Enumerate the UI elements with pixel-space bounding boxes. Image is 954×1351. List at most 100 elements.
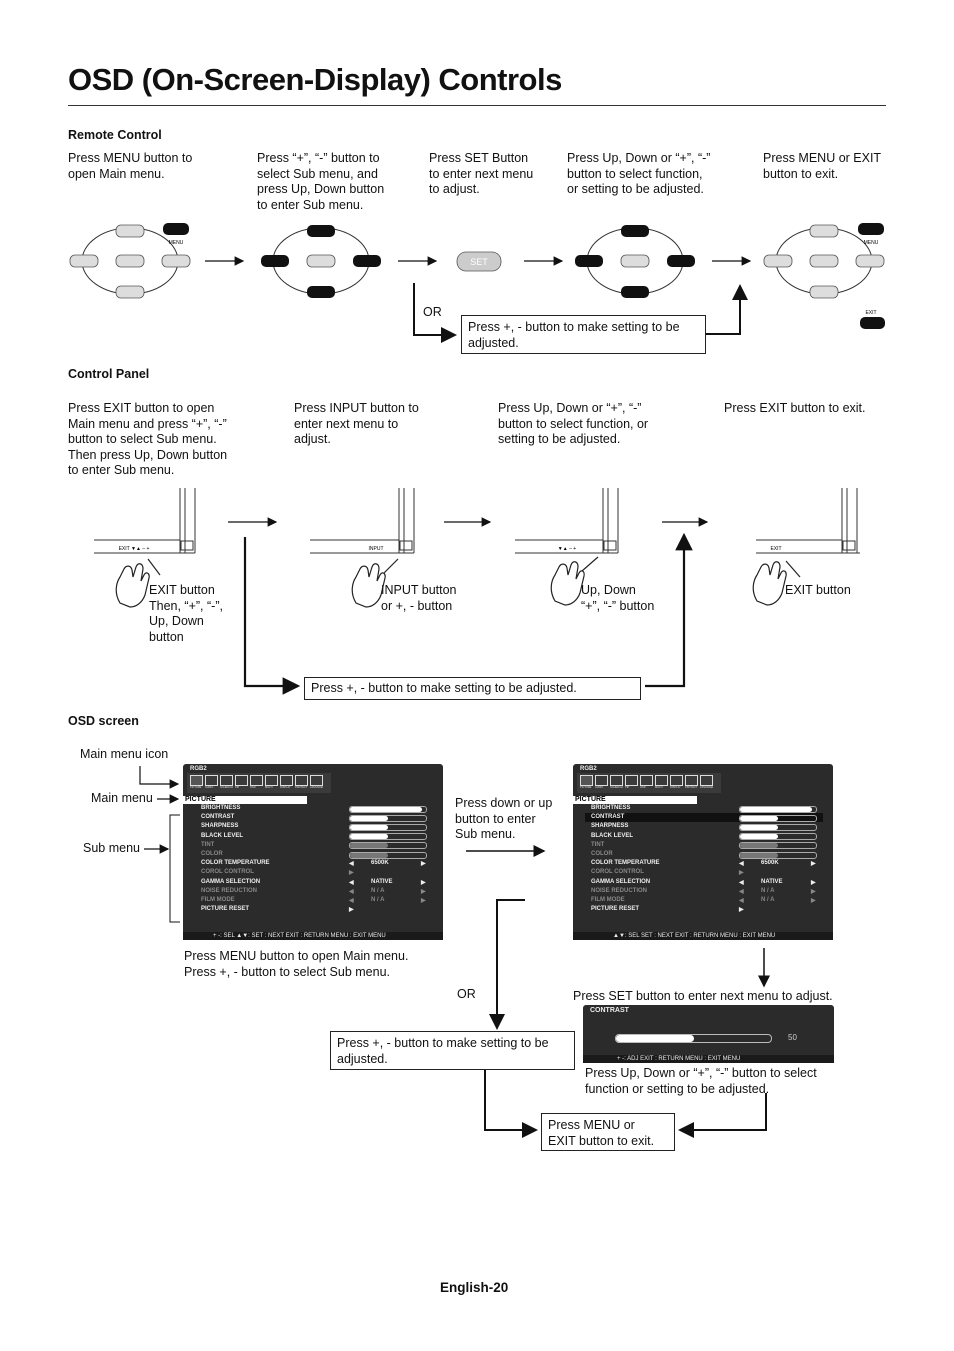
osd-menu-item-value: 6500K — [371, 860, 389, 867]
osd-or-label: OR — [457, 987, 476, 1001]
osd-menu-row[interactable]: FILM MODE ◀ N / A ▶ — [573, 896, 833, 905]
osd-right-arrow-icon: ▶ — [421, 888, 426, 895]
osd-menu-icon-label: ADVANCED — [700, 786, 713, 789]
osd-menu-icon: SCHEDULE — [220, 775, 233, 791]
osd-menu-row[interactable]: BRIGHTNESS — [573, 804, 833, 813]
osd-menu-item-value: N / A — [371, 887, 385, 894]
osd-menu-row[interactable]: PICTURE RESET▶ — [573, 905, 833, 914]
osd-menu-icon-label: DISPLAY — [670, 786, 681, 789]
osd-heading: OSD screen — [68, 714, 139, 728]
osd-menu-icon: PICTURE — [580, 775, 593, 791]
set-button-icon — [456, 251, 502, 272]
osd-menu-item-value: N / A — [761, 897, 775, 903]
osd-menu-icon-label: DISPLAY — [280, 786, 291, 789]
osd-contrast-title: CONTRAST — [590, 1007, 629, 1014]
hand-icon-3 — [550, 556, 599, 606]
osd-menu-icon-label: AUDIO — [595, 786, 604, 789]
osd-value-bar — [739, 833, 817, 841]
osd-caption-mid: Press down or up button to enter Sub men… — [455, 796, 553, 841]
osd-contrast-track — [615, 1034, 772, 1043]
remote-pad-4 — [575, 225, 695, 298]
osd-right-arrow-icon: ▶ — [811, 898, 816, 904]
osd-menu-row[interactable]: FILM MODE◀N / A▶ — [183, 896, 443, 905]
return-path-remote — [706, 284, 748, 335]
osd-menu-row[interactable]: COLOR — [573, 850, 833, 859]
osd-menu-row[interactable]: PICTURE RESET▶ — [183, 905, 443, 914]
osd-right-main-tab — [573, 796, 697, 804]
osd-menu-item-label: GAMMA SELECTION — [591, 878, 651, 885]
osd-menu-item-label: BLACK LEVEL — [201, 832, 243, 839]
osd-menu-row[interactable]: CONTRAST — [183, 813, 443, 822]
osd-menu-icon: MULTI — [265, 775, 278, 791]
osd-menu-icon-label: PROTECT — [685, 786, 698, 789]
remote1-menu-label: MENU — [169, 240, 184, 246]
osd-menu-item-label: TINT — [591, 841, 605, 848]
osd-menu-icon-label: SCHEDULE — [610, 786, 623, 789]
osd-caption-left: Press MENU button to open Main menu. Pre… — [184, 949, 409, 979]
or-path-panel — [243, 537, 301, 695]
osd-menu-row[interactable]: SHARPNESS — [183, 822, 443, 831]
osd-left-footer-bar — [183, 932, 443, 940]
osd-menu-icon: OSD — [250, 775, 263, 791]
osd-menu-item-value: N / A — [761, 887, 775, 894]
osd-contrast-screen: CONTRAST 50 + -: ADJ EXIT : RETURN MENU … — [583, 1005, 834, 1063]
osd-menu-icon-label: PICTURE — [190, 786, 202, 789]
osd-menu-item-value: N / A — [371, 897, 385, 903]
osd-menu-item-label: BLACK LEVEL — [591, 832, 633, 839]
osd-menu-icon-label: PICTURE — [580, 786, 592, 789]
osd-menu-row[interactable]: GAMMA SELECTION◀NATIVE▶ — [183, 878, 443, 887]
osd-value-bar — [739, 814, 817, 822]
osd-menu-icon: ADVANCED — [700, 775, 713, 791]
osd-menu-icon: DISPLAY — [670, 775, 683, 791]
osd-menu-icon-label: PROTECT — [295, 786, 308, 789]
panel-callout-3: Up, Down “+”, “-” button — [581, 583, 655, 613]
panel-corner-2 — [310, 488, 415, 554]
osd-menu-icon-label: PIP — [235, 786, 240, 789]
osd-value-bar — [739, 851, 817, 859]
osd-menu-item-label: FILM MODE — [591, 897, 625, 903]
panel-callout-2: INPUT button or +, - button — [381, 583, 457, 613]
osd-menu-row[interactable]: BLACK LEVEL — [573, 832, 833, 841]
osd-menu-row[interactable]: TINT — [573, 841, 833, 850]
remote-or-label: OR — [423, 305, 442, 319]
hand-icon-1 — [115, 558, 161, 608]
osd-menu-row[interactable]: COLOR TEMPERATURE◀6500K▶ — [183, 859, 443, 868]
osd-value-bar — [349, 805, 427, 813]
osd-menu-row[interactable]: COLOR TEMPERATURE◀6500K▶ — [573, 859, 833, 868]
remote-alt-box: Press +, - button to make setting to be … — [461, 315, 706, 354]
osd-menu-item-label: CONTRAST — [201, 814, 235, 821]
hand-icon-4 — [752, 560, 801, 606]
osd-right-menu-title: PICTURE — [575, 796, 606, 803]
osd-menu-row[interactable]: SHARPNESS — [573, 822, 833, 831]
osd-value-bar — [349, 851, 427, 859]
osd-menu-row[interactable]: GAMMA SELECTION◀NATIVE▶ — [573, 878, 833, 887]
osd-menu-row[interactable]: COROL CONTROL▶ — [183, 868, 443, 877]
panel4-exit-label: EXIT — [770, 546, 781, 552]
panel-step-4: Press EXIT button to exit. — [724, 401, 866, 415]
osd-left-arrow-icon: ◀ — [739, 879, 744, 886]
set-button-label: SET — [470, 257, 488, 267]
osd-menu-row[interactable]: TINT — [183, 841, 443, 850]
remote-step-5: Press MENU or EXIT button to exit. — [763, 151, 882, 181]
osd-left-input: RGB2 — [190, 766, 207, 772]
osd-left-arrow-icon: ◀ — [739, 898, 744, 904]
remote-step-1: Press MENU button to open Main menu. — [68, 151, 193, 181]
return-path-panel — [645, 532, 693, 688]
osd-submenu-arrow-icon: ▶ — [349, 870, 354, 877]
osd-menu-row[interactable]: CONTRAST — [573, 813, 833, 823]
osd-menu-row[interactable]: NOISE REDUCTION◀N / A▶ — [573, 887, 833, 896]
osd-menu-row[interactable]: COLOR — [183, 850, 443, 859]
osd-menu-row[interactable]: BRIGHTNESS — [183, 804, 443, 813]
panel1-buttons-label: EXIT ▼▲ – + — [119, 546, 150, 552]
osd-menu-row[interactable]: COROL CONTROL▶ — [573, 868, 833, 877]
osd-menu-icon: PIP — [625, 775, 638, 791]
osd-menu-item-label: COLOR TEMPERATURE — [201, 860, 270, 867]
osd-menu-icon-label: SCHEDULE — [220, 786, 233, 789]
panel-corner-1 — [94, 488, 196, 554]
osd-menu-row[interactable]: NOISE REDUCTION◀N / A▶ — [183, 887, 443, 896]
or-path-remote — [413, 283, 457, 343]
remote-step-3: Press SET Button to enter next menu to a… — [429, 151, 534, 196]
remote5-menu-label: MENU — [864, 240, 879, 246]
osd-menu-row[interactable]: BLACK LEVEL — [183, 832, 443, 841]
